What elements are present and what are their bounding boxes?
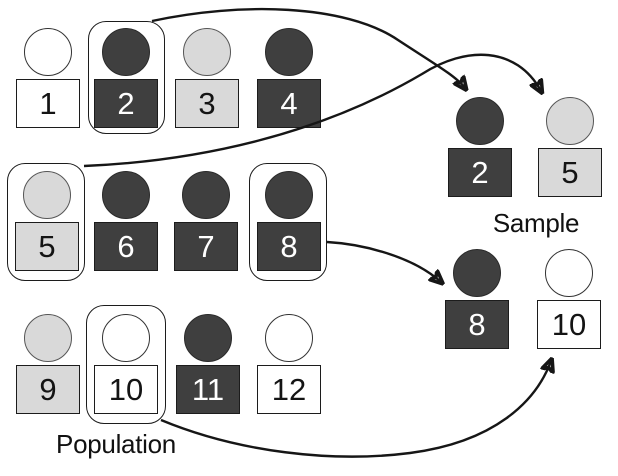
population-label: Population (56, 429, 176, 459)
person-number-box: 6 (94, 222, 158, 271)
person-number-box: 10 (537, 300, 601, 349)
person-head-circle (265, 314, 313, 362)
person-number-box: 9 (16, 365, 80, 414)
person-head-circle (24, 28, 72, 76)
population-member-1: 1 (16, 28, 80, 128)
person-head-circle (456, 97, 504, 145)
population-member-7: 7 (174, 171, 238, 271)
sample-member-2: 2 (448, 97, 512, 197)
person-head-circle (183, 28, 231, 76)
sample-member-8: 8 (445, 249, 509, 349)
selection-outline-5 (7, 163, 85, 281)
population-member-12: 12 (257, 314, 321, 414)
person-number-box: 2 (94, 79, 158, 128)
person-number-box: 12 (257, 365, 321, 414)
person-head-circle (23, 171, 71, 219)
person-number-box: 10 (94, 365, 158, 414)
sample-label: Sample (492, 208, 580, 238)
population-member-6: 6 (94, 171, 158, 271)
population-member-8: 8 (257, 171, 321, 271)
person-number-box: 1 (16, 79, 80, 128)
population-member-4: 4 (257, 28, 321, 128)
person-head-circle (453, 249, 501, 297)
sample-member-10: 10 (537, 249, 601, 349)
person-head-circle (24, 314, 72, 362)
person-number-box: 5 (538, 148, 602, 197)
person-head-circle (182, 171, 230, 219)
population-member-10: 10 (94, 314, 158, 414)
person-number-box: 5 (15, 222, 79, 271)
person-head-circle (546, 97, 594, 145)
population-member-11: 11 (176, 314, 240, 414)
population-member-5: 5 (15, 171, 79, 271)
person-head-circle (102, 314, 150, 362)
population-member-3: 3 (175, 28, 239, 128)
person-head-circle (102, 28, 150, 76)
sample-member-5: 5 (538, 97, 602, 197)
person-number-box: 2 (448, 148, 512, 197)
population-member-2: 2 (94, 28, 158, 128)
person-number-box: 7 (174, 222, 238, 271)
person-head-circle (545, 249, 593, 297)
person-number-box: 8 (445, 300, 509, 349)
person-number-box: 11 (176, 365, 240, 414)
person-head-circle (265, 171, 313, 219)
person-number-box: 3 (175, 79, 239, 128)
person-number-box: 8 (257, 222, 321, 271)
person-number-box: 4 (257, 79, 321, 128)
person-head-circle (102, 171, 150, 219)
population-member-9: 9 (16, 314, 80, 414)
person-head-circle (265, 28, 313, 76)
person-head-circle (184, 314, 232, 362)
arrow-8-to-sample (326, 240, 441, 282)
